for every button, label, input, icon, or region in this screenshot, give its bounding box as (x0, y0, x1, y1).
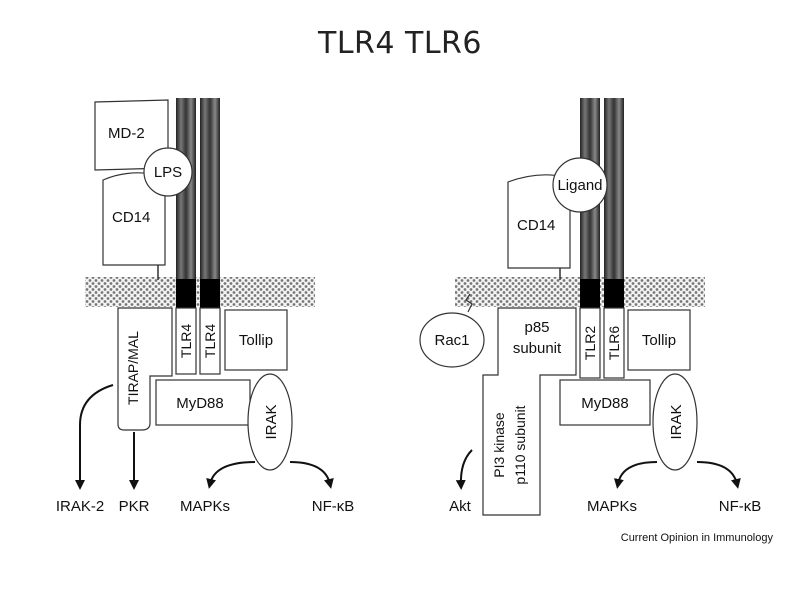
lps-ligand (143, 147, 193, 197)
tlr2-receptor-tir (579, 307, 601, 379)
page-title: TLR4 TLR6 (318, 26, 482, 61)
cd14-protein-left (102, 172, 166, 266)
tlr4-receptor-a-transmembrane (176, 279, 196, 308)
pi3-kinase-label: PI3 kinase (491, 412, 507, 478)
arrow-to-nfkb-right (696, 461, 741, 489)
p85-label-line1: p85 (524, 319, 549, 336)
irak-label-right: IRAK (668, 404, 685, 439)
rac1-label: Rac1 (434, 332, 469, 349)
cd14-label-right: CD14 (517, 217, 555, 234)
tollip-protein-left (224, 309, 288, 371)
mapks-label-left: MAPKs (180, 498, 230, 515)
irak-kinase-right (652, 373, 698, 471)
arrow-to-mapks-left (206, 461, 256, 489)
tlr4-receptor-a-extracellular (176, 98, 196, 280)
tlr6-label: TLR6 (606, 326, 622, 360)
arrow-to-akt (455, 449, 473, 490)
tollip-label-right: Tollip (642, 332, 676, 349)
arrow-to-nfkb-left (289, 461, 334, 489)
myd88-adaptor-right (559, 379, 651, 426)
tirap-mal-label: TIRAP/MAL (125, 331, 141, 405)
rac1-lipid-anchor (465, 293, 473, 313)
p85-label-line2: subunit (513, 340, 562, 357)
tirap-mal-adaptor (117, 307, 173, 431)
ligand-label: Ligand (557, 177, 602, 194)
myd88-label-right: MyD88 (581, 395, 629, 412)
mapks-label-right: MAPKs (587, 498, 637, 515)
irak-label-left: IRAK (263, 404, 280, 439)
tlr6-receptor-extracellular (604, 98, 624, 280)
cd14-protein-right (507, 174, 571, 269)
tlr4-receptor-b-transmembrane (200, 279, 220, 308)
nfkb-label-left: NF-κB (312, 498, 355, 515)
pi3-kinase-complex (482, 307, 577, 516)
tlr2-receptor-transmembrane (580, 279, 600, 308)
tlr4-label-b: TLR4 (202, 324, 218, 358)
left-panel: MD-2 CD14 LPS TLR4 TLR4 TIRAP/MAL Tollip… (56, 98, 354, 515)
tollip-label-left: Tollip (239, 332, 273, 349)
cd14-label-left: CD14 (112, 209, 150, 226)
tlr4-receptor-b-tir (199, 307, 221, 375)
nfkb-label-right: NF-κB (719, 498, 762, 515)
akt-label: Akt (449, 498, 472, 515)
tlr4-label-a: TLR4 (178, 324, 194, 358)
irak-kinase-left (247, 373, 293, 471)
ligand (552, 157, 608, 213)
p110-subunit-label: p110 subunit (512, 405, 528, 484)
md2-label: MD-2 (108, 125, 145, 142)
irak2-label: IRAK-2 (56, 498, 104, 515)
myd88-adaptor-left (155, 379, 251, 426)
arrow-to-irak2 (75, 384, 114, 490)
source-credit: Current Opinion in Immunology (621, 532, 774, 544)
right-panel: CD14 Ligand TLR2 TLR6 Rac1 p85 subunit P… (419, 98, 762, 516)
rac1-gtpase (419, 312, 485, 368)
tlr6-receptor-tir (603, 307, 625, 379)
tlr2-label: TLR2 (582, 326, 598, 360)
arrow-to-mapks-right (613, 461, 658, 489)
tollip-protein-right (627, 309, 691, 371)
pkr-label: PKR (119, 498, 150, 515)
myd88-label-left: MyD88 (176, 395, 224, 412)
tlr4-receptor-b-extracellular (200, 98, 220, 280)
lps-label: LPS (154, 164, 182, 181)
tlr6-receptor-transmembrane (604, 279, 624, 308)
tlr4-receptor-a-tir (175, 307, 197, 375)
